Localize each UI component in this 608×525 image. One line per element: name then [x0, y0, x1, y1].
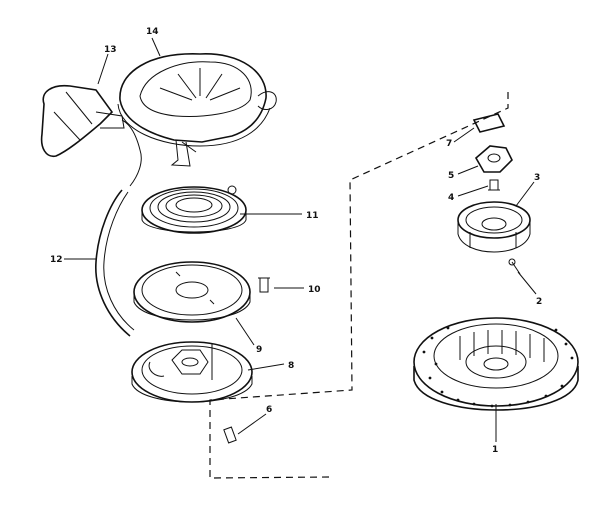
callout-5: 5 [448, 171, 454, 181]
callout-12: 12 [50, 255, 63, 265]
callout-2: 2 [536, 297, 542, 307]
pawl-part-5 [474, 145, 513, 173]
rope-pulley-part [133, 261, 251, 323]
callout-6: 6 [266, 405, 272, 415]
flywheel-part [413, 317, 579, 411]
callout-14: 14 [146, 27, 159, 37]
callout-8: 8 [288, 361, 294, 371]
leader-lines [64, 37, 537, 442]
starter-handle-part [40, 84, 142, 187]
callout-1: 1 [492, 445, 498, 455]
plate-part-7 [472, 113, 506, 133]
callout-9: 9 [256, 345, 262, 355]
callout-4: 4 [448, 193, 454, 203]
screw-part-10 [258, 277, 270, 293]
recoil-spring-part [141, 185, 247, 234]
starter-rope-part [95, 189, 135, 337]
starter-cup-part [457, 201, 531, 253]
callout-3: 3 [534, 173, 540, 183]
callout-7: 7 [446, 139, 452, 149]
starter-housing-part [117, 53, 277, 167]
pin-part-6 [223, 426, 237, 444]
callout-10: 10 [308, 285, 321, 295]
starter-hub-part [131, 341, 253, 403]
screw-part-2 [508, 258, 521, 275]
callout-13: 13 [104, 45, 117, 55]
screw-part-4 [488, 179, 500, 191]
separation-dashed-line [209, 92, 509, 479]
callout-11: 11 [306, 211, 319, 221]
